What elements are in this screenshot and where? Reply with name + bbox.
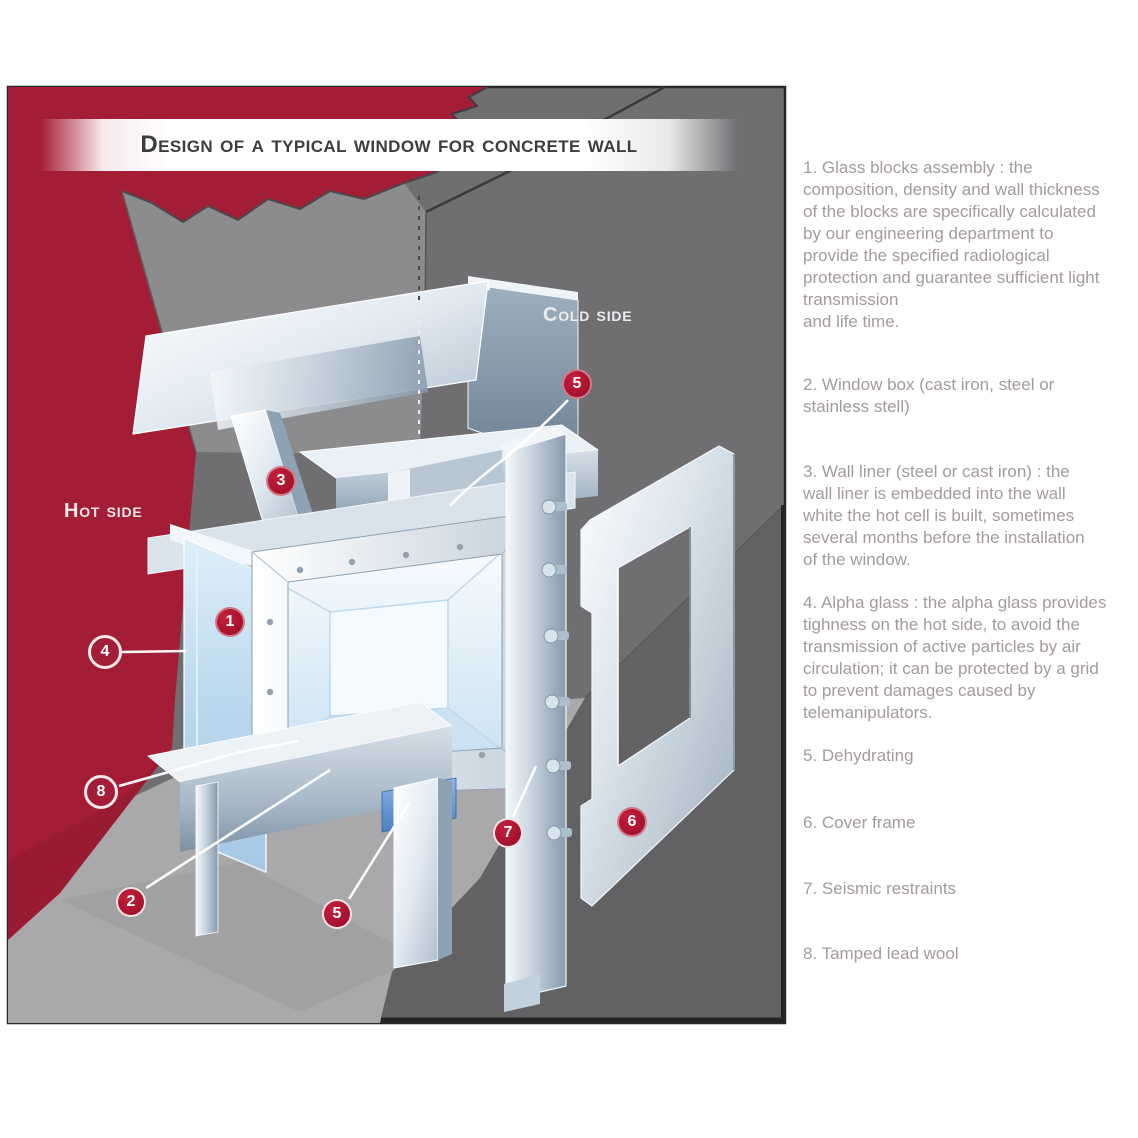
diagram-panel — [6, 85, 787, 1025]
floor-shadow — [60, 862, 420, 1012]
legend: 1. Glass blocks assembly : the compositi… — [803, 0, 1133, 1138]
legend-item-1: 1. Glass blocks assembly : the compositi… — [803, 158, 1100, 331]
legend-item-7: 7. Seismic restraints — [803, 879, 957, 898]
flange-bolts — [541, 499, 572, 841]
marker-3-wall-liner: 3 — [266, 466, 296, 496]
support-beam — [180, 726, 452, 852]
hot-side-wall — [8, 87, 488, 940]
hot-wall-shade — [8, 748, 172, 940]
support-leg-center — [393, 777, 439, 969]
leader-lines — [118, 399, 569, 900]
marker-2-window-box: 2 — [116, 887, 146, 917]
marker-8-lead-wool: 8 — [84, 775, 118, 809]
legend-item-3: 3. Wall liner (steel or cast iron) : the… — [803, 462, 1085, 569]
marker-4-alpha-glass: 4 — [88, 635, 122, 669]
cold-side-label: Cold side — [543, 304, 633, 326]
marker-1-glass-blocks: 1 — [215, 607, 245, 637]
diagram-title: Design of a typical window for concrete … — [140, 131, 638, 158]
legend-item-2: 2. Window box (cast iron, steel or stain… — [803, 375, 1055, 416]
legend-item-5: 5. Dehydrating — [803, 746, 914, 765]
marker-6-cover-frame: 6 — [617, 807, 647, 837]
legend-item-4: 4. Alpha glass : the alpha glass provide… — [803, 593, 1107, 722]
support-leg-left — [195, 781, 219, 937]
dark-wall-side — [380, 505, 784, 1022]
title-band: Design of a typical window for concrete … — [40, 119, 738, 171]
marker-5-dehydrating-top: 5 — [562, 369, 592, 399]
hot-side-label: Hot side — [64, 500, 143, 522]
legend-item-8: 8. Tamped lead wool — [803, 944, 959, 963]
marker-7-seismic: 7 — [493, 818, 523, 848]
marker-5-dehydrating-bottom: 5 — [322, 899, 352, 929]
window-box-flange — [505, 433, 567, 1001]
legend-item-6: 6. Cover frame — [803, 813, 916, 832]
window-box-top — [147, 471, 576, 575]
